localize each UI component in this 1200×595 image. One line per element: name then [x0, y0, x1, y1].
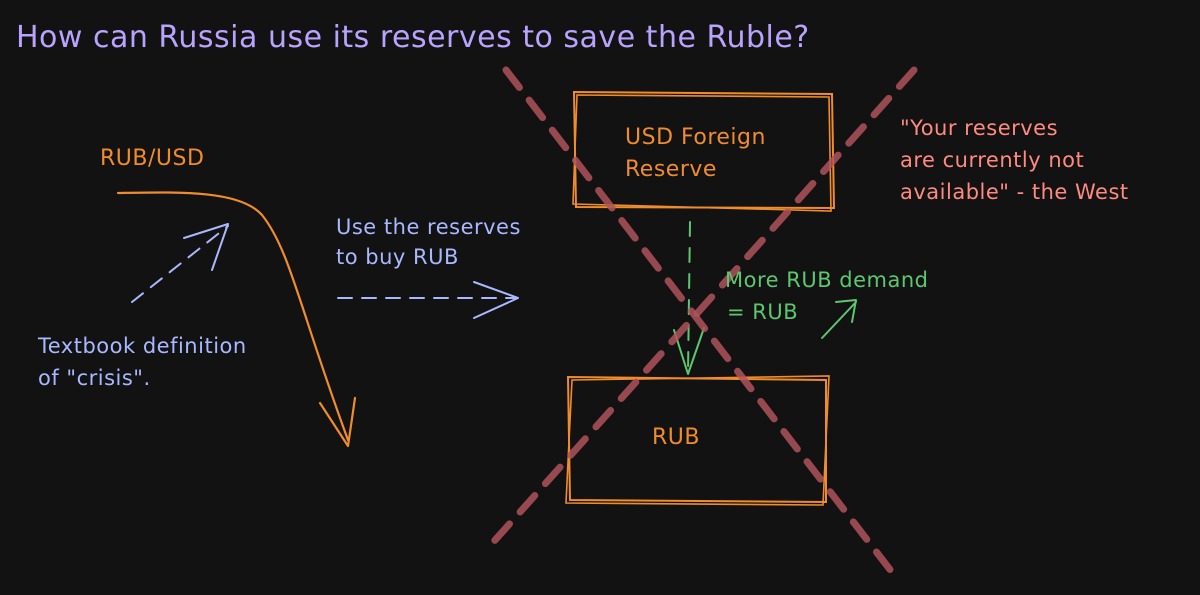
cross-line-2	[484, 66, 918, 552]
use-reserves-label: Use the reserves to buy RUB	[336, 212, 576, 272]
rub-box-label: RUB	[652, 425, 700, 450]
demand-line: = RUB	[727, 300, 799, 324]
quote-line: are currently not	[900, 148, 1085, 172]
rub-usd-arrowhead	[318, 396, 357, 448]
usd-foreign-reserve-box	[572, 90, 836, 212]
demand-line: More RUB demand	[725, 268, 929, 292]
use-reserves-arrowhead	[473, 281, 519, 319]
reserve-label-line: USD Foreign	[625, 125, 766, 150]
rub-usd-label: RUB/USD	[100, 146, 205, 171]
reserve-label-line: Reserve	[625, 157, 717, 182]
use-reserves-line: Use the reserves	[336, 215, 521, 239]
quote-line: available" - the West	[900, 180, 1129, 204]
quote-line: "Your reserves	[900, 116, 1059, 140]
textbook-line: Textbook definition	[38, 334, 247, 358]
textbook-arrowhead	[183, 223, 229, 271]
rub-usd-curve	[116, 191, 350, 442]
textbook-label: Textbook definition of "crisis".	[38, 330, 318, 394]
west-quote: "Your reserves are currently not availab…	[900, 112, 1190, 208]
use-reserves-line: to buy RUB	[336, 245, 459, 269]
textbook-dashed-arrow	[131, 225, 229, 303]
rub-up-arrow	[821, 301, 857, 339]
usd-foreign-reserve-label: USD Foreign Reserve	[625, 122, 825, 186]
rub-demand-label: More RUB demand = RUB	[725, 264, 985, 328]
reserve-to-rub-dashed-line	[687, 221, 691, 373]
reserve-to-rub-arrowhead	[673, 327, 705, 375]
textbook-line: of "crisis".	[38, 366, 151, 390]
rub-up-arrowhead	[835, 299, 857, 323]
page-title: How can Russia use its reserves to save …	[16, 20, 810, 55]
cross-line-1	[502, 66, 902, 584]
